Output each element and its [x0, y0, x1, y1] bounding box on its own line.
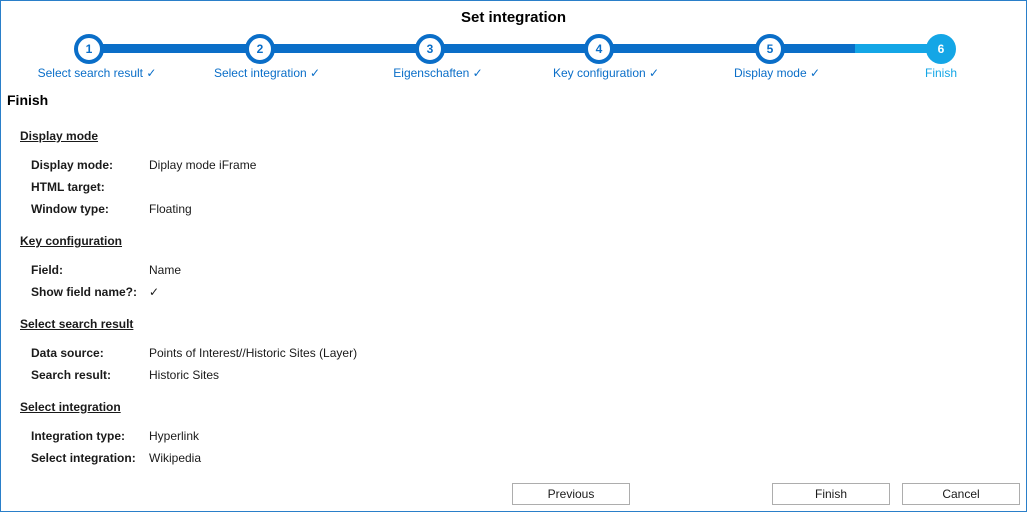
wizard-step-6-label[interactable]: Finish: [924, 66, 958, 80]
field-label-display-mode: Display mode:: [31, 158, 114, 172]
wizard-step-5[interactable]: 5: [755, 34, 785, 64]
field-value-data-source: Points of Interest//Historic Sites (Laye…: [149, 346, 358, 360]
field-label-data-source: Data source:: [31, 346, 104, 360]
field-value-select-integration: Wikipedia: [149, 451, 202, 465]
field-value-field: Name: [149, 263, 182, 277]
step-number: 6: [926, 34, 956, 64]
step-number: 2: [245, 34, 275, 64]
wizard-step-1-label[interactable]: Select search result ✓: [37, 66, 157, 80]
field-value-search-result: Historic Sites: [149, 368, 220, 382]
field-label-search-result: Search result:: [31, 368, 112, 382]
step-number: 3: [415, 34, 445, 64]
field-value-integration-type: Hyperlink: [149, 429, 200, 443]
wizard-step-1[interactable]: 1: [74, 34, 104, 64]
wizard-step-4[interactable]: 4: [584, 34, 614, 64]
field-value-display-mode: Diplay mode iFrame: [149, 158, 257, 172]
field-label-window-type: Window type:: [31, 202, 109, 216]
step-number: 5: [755, 34, 785, 64]
step-number: 4: [584, 34, 614, 64]
finish-button[interactable]: Finish: [772, 483, 890, 505]
wizard-step-2[interactable]: 2: [245, 34, 275, 64]
wizard-step-3-label[interactable]: Eigenschaften ✓: [393, 66, 483, 80]
field-label-html-target: HTML target:: [31, 180, 105, 194]
page-heading: Finish: [7, 92, 49, 108]
wizard-step-6[interactable]: 6: [926, 34, 956, 64]
field-value-show-field-name: ✓: [149, 285, 160, 299]
wizard-step-2-label[interactable]: Select integration ✓: [213, 66, 321, 80]
wizard-step-4-label[interactable]: Key configuration ✓: [552, 66, 660, 80]
field-value-window-type: Floating: [149, 202, 192, 216]
wizard-step-5-label[interactable]: Display mode ✓: [733, 66, 821, 80]
field-label-show-field-name: Show field name?:: [31, 285, 138, 299]
field-label-field: Field:: [31, 263, 63, 277]
section-title-select-integration: Select integration: [20, 400, 121, 414]
wizard-step-3[interactable]: 3: [415, 34, 445, 64]
progress-track-current: [855, 44, 941, 53]
cancel-button[interactable]: Cancel: [902, 483, 1020, 505]
section-title-key-configuration: Key configuration: [20, 234, 123, 248]
field-label-integration-type: Integration type:: [31, 429, 126, 443]
field-label-select-integration: Select integration:: [31, 451, 136, 465]
dialog-title: Set integration: [460, 9, 566, 26]
progress-track-completed: [89, 44, 855, 53]
previous-button[interactable]: Previous: [512, 483, 630, 505]
step-number: 1: [74, 34, 104, 64]
section-title-select-search-result: Select search result: [20, 317, 134, 331]
section-title-display-mode: Display mode: [20, 129, 99, 143]
